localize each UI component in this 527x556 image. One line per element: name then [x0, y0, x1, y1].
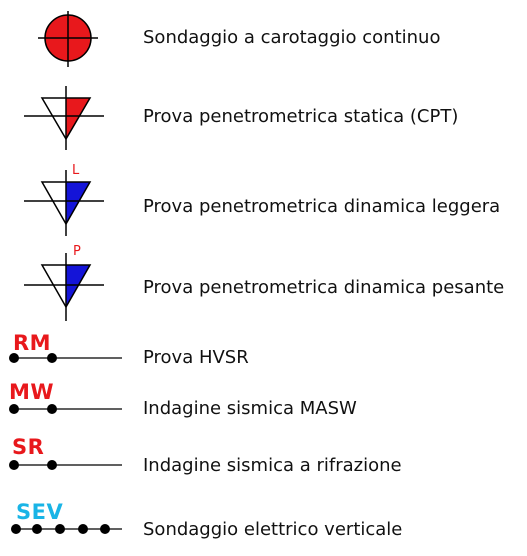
heavy-letter: P [73, 244, 81, 259]
masw-line-icon [9, 404, 122, 414]
ves-line-icon [11, 524, 122, 534]
legend-label-borehole: Sondaggio a carotaggio continuo [143, 27, 441, 48]
borehole-circle-icon [38, 11, 98, 67]
legend-label-heavy-dynamic: Prova penetrometrica dinamica pesante [143, 277, 505, 298]
legend-label-hvsr: Prova HVSR [143, 347, 249, 368]
ves-code: SEV [16, 500, 64, 524]
hvsr-code: RM [13, 331, 52, 355]
cpt-triangle-icon [24, 86, 104, 150]
hvsr-line-icon [9, 353, 122, 363]
light-penetrometer-triangle-icon [24, 170, 104, 236]
legend-label-cpt: Prova penetrometrica statica (CPT) [143, 106, 459, 127]
legend-label-refraction: Indagine sismica a rifrazione [143, 455, 402, 476]
light-letter: L [72, 163, 80, 178]
legend-label-masw: Indagine sismica MASW [143, 398, 357, 419]
heavy-penetrometer-triangle-icon [24, 253, 104, 321]
masw-code: MW [9, 380, 55, 404]
legend-label-ves: Sondaggio elettrico verticale [143, 519, 403, 540]
refraction-code: SR [12, 435, 45, 459]
refraction-line-icon [9, 460, 122, 470]
legend-label-light-dynamic: Prova penetrometrica dinamica leggera [143, 196, 501, 217]
